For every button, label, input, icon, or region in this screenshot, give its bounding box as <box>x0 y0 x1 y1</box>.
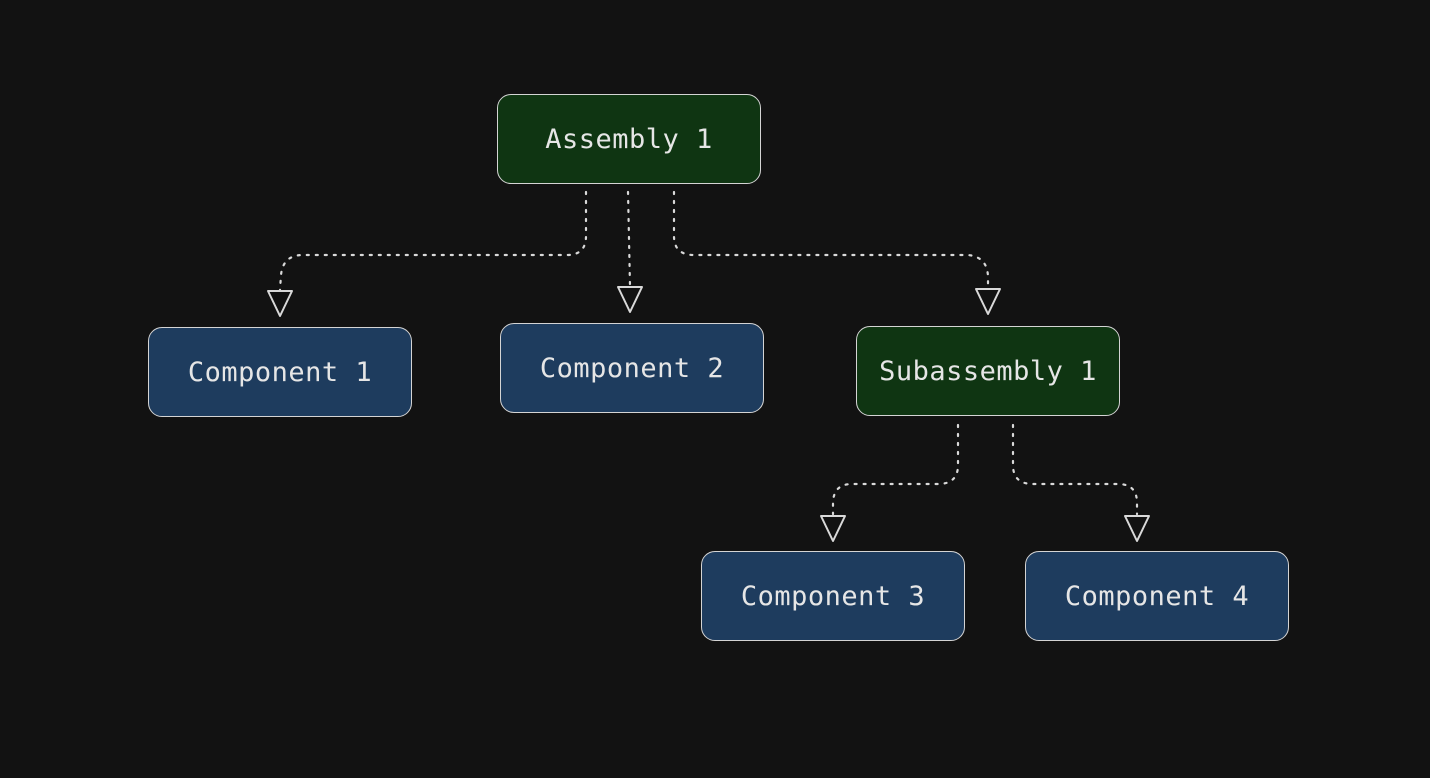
node-label: Component 4 <box>1064 580 1250 612</box>
node-label: Component 1 <box>187 356 373 388</box>
arrowhead-component-4 <box>1124 515 1150 542</box>
node-subassembly-1[interactable]: Subassembly 1 <box>856 326 1120 416</box>
edge-assembly-1-component-1 <box>278 190 588 292</box>
arrowhead-component-1 <box>267 290 293 317</box>
node-component-1[interactable]: Component 1 <box>148 327 412 417</box>
node-component-3[interactable]: Component 3 <box>701 551 965 641</box>
arrowhead-component-2 <box>617 286 643 313</box>
node-component-4[interactable]: Component 4 <box>1025 551 1289 641</box>
node-label: Component 3 <box>740 580 926 612</box>
edge-assembly-1-subassembly-1 <box>672 190 990 290</box>
node-label: Subassembly 1 <box>879 355 1097 387</box>
node-label: Assembly 1 <box>545 123 713 155</box>
node-label: Component 2 <box>539 352 725 384</box>
arrowhead-component-3 <box>820 515 846 542</box>
node-assembly-1[interactable]: Assembly 1 <box>497 94 761 184</box>
edge-subassembly-1-component-4 <box>1011 423 1139 516</box>
edge-subassembly-1-component-3 <box>831 423 960 516</box>
node-component-2[interactable]: Component 2 <box>500 323 764 413</box>
edge-assembly-1-component-2 <box>626 190 632 288</box>
arrowhead-subassembly-1 <box>975 288 1001 315</box>
